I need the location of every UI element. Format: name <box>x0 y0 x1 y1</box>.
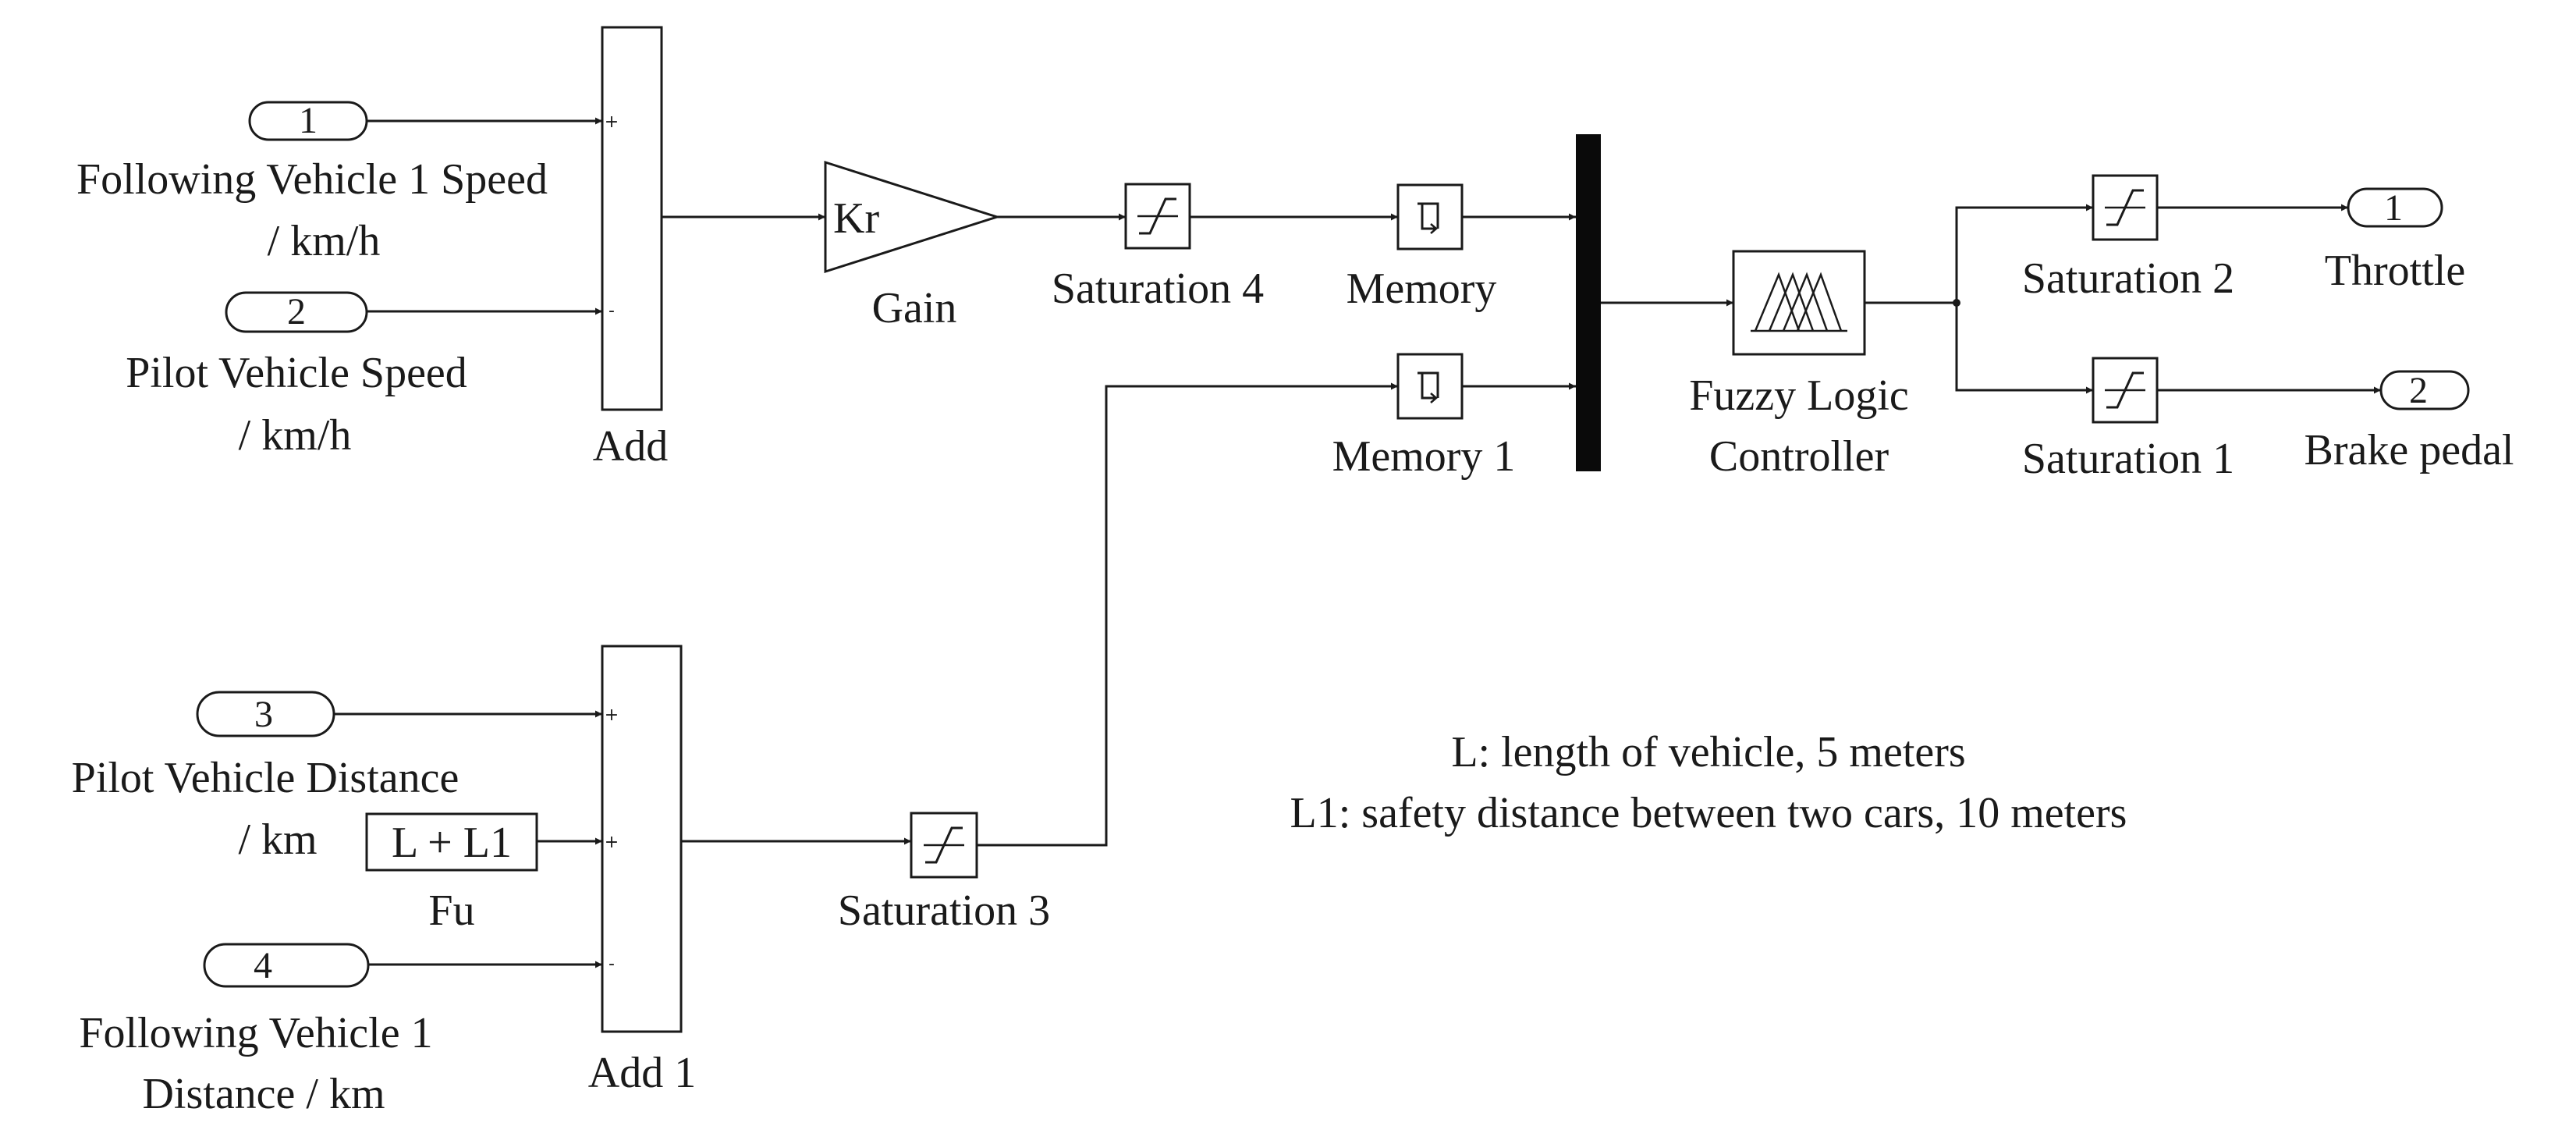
inport-2-label-line1: Pilot Vehicle Speed <box>126 349 467 397</box>
outport-1-number: 1 <box>2384 187 2403 229</box>
constant-label: Fu <box>428 886 474 935</box>
inport-4[interactable]: 4 <box>203 943 370 988</box>
inport-3-number: 3 <box>254 694 273 735</box>
add-label: Add <box>593 422 668 471</box>
outport-2[interactable]: 2 <box>2379 370 2470 411</box>
inport-1-label-line1: Following Vehicle 1 Speed <box>76 155 548 204</box>
inport-4-label-line2: Distance / km <box>142 1070 385 1118</box>
note-line-2: L1: safety distance between two cars, 10… <box>1290 789 2127 837</box>
fuzzy-logic-controller-block[interactable] <box>1732 250 1866 356</box>
inport-4-number: 4 <box>254 945 272 986</box>
inport-3-label-line2: / km <box>238 815 317 864</box>
note-line-1: L: length of vehicle, 5 meters <box>1451 728 1965 776</box>
saturation2-block[interactable] <box>2092 174 2159 241</box>
gain-label: Gain <box>872 284 957 332</box>
saturation4-block[interactable] <box>1124 183 1191 250</box>
mux-block[interactable] <box>1576 134 1601 471</box>
add-sign-2: - <box>609 301 615 321</box>
saturation4-label: Saturation 4 <box>1052 265 1264 313</box>
flc-label-line1: Fuzzy Logic <box>1689 371 1908 420</box>
outport-1-label: Throttle <box>2325 247 2465 295</box>
constant-value: L + L1 <box>392 819 512 867</box>
add-sign-1: + <box>605 112 619 132</box>
memory-label: Memory <box>1347 265 1497 313</box>
saturation2-label: Saturation 2 <box>2022 254 2234 303</box>
inport-2-number: 2 <box>287 291 306 332</box>
signal-lines <box>334 117 2381 968</box>
inport-1-label-line2: / km/h <box>268 217 381 265</box>
add-block[interactable]: + - <box>601 26 663 411</box>
inport-3-label-line1: Pilot Vehicle Distance <box>72 754 459 802</box>
saturation1-block[interactable] <box>2092 357 2159 424</box>
add1-label: Add 1 <box>588 1049 696 1097</box>
flc-label-line2: Controller <box>1709 432 1889 481</box>
saturation1-label: Saturation 1 <box>2022 435 2234 483</box>
saturation3-block[interactable] <box>910 812 978 879</box>
wire-branch-sat1 <box>1955 303 2093 394</box>
inport-4-label-line1: Following Vehicle 1 <box>79 1009 432 1057</box>
inport-2-label-line2: / km/h <box>239 411 352 460</box>
memory1-label: Memory 1 <box>1332 432 1516 481</box>
add1-block[interactable]: + + - <box>601 645 683 1033</box>
outport-2-number: 2 <box>2409 370 2428 411</box>
add1-sign-3: - <box>609 954 615 974</box>
constant-block[interactable]: L + L1 <box>365 812 538 872</box>
inport-3[interactable]: 3 <box>196 691 335 737</box>
memory-block[interactable] <box>1396 183 1464 250</box>
gain-symbol: Kr <box>833 194 879 243</box>
add1-sign-2: + <box>605 833 619 852</box>
outport-1[interactable]: 1 <box>2347 187 2443 229</box>
gain-block[interactable]: Kr <box>824 160 1001 274</box>
add1-sign-1: + <box>605 705 619 725</box>
inport-1[interactable]: 1 <box>248 100 368 141</box>
memory1-block[interactable] <box>1396 353 1464 420</box>
saturation3-label: Saturation 3 <box>838 886 1050 935</box>
fuzzy-membership-icon <box>1751 272 1847 332</box>
inport-1-number: 1 <box>299 100 318 141</box>
wire-sat3-memory1 <box>977 382 1398 847</box>
inport-2[interactable]: 2 <box>225 291 368 333</box>
wire-branch-sat2 <box>1955 204 2093 303</box>
outport-2-label: Brake pedal <box>2305 426 2514 474</box>
